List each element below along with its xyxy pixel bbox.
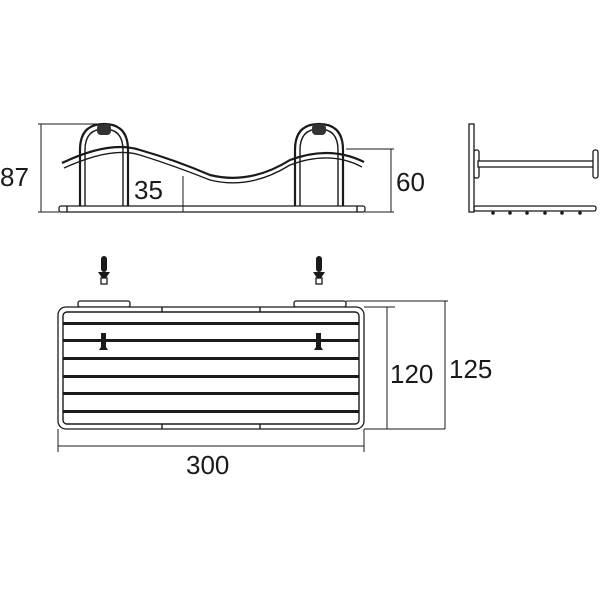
side-view [468,123,599,215]
dim-overall-depth: 125 [449,354,492,384]
shelf-slats [63,322,359,413]
dim-inner-depth: 120 [390,359,433,389]
screw-icon [99,333,108,350]
top-view [57,256,448,452]
wall-plug-icon [313,256,325,285]
dim-side-rail-height: 60 [396,167,425,197]
screw-icon [314,333,323,350]
wall-plug-icon [98,256,110,285]
dim-center-dip-height: 35 [134,175,163,205]
dim-width: 300 [186,450,229,480]
dim-overall-height: 87 [0,162,29,192]
front-view [38,122,394,213]
mount-knob-icon [312,124,326,135]
mount-knob-icon [97,124,111,135]
